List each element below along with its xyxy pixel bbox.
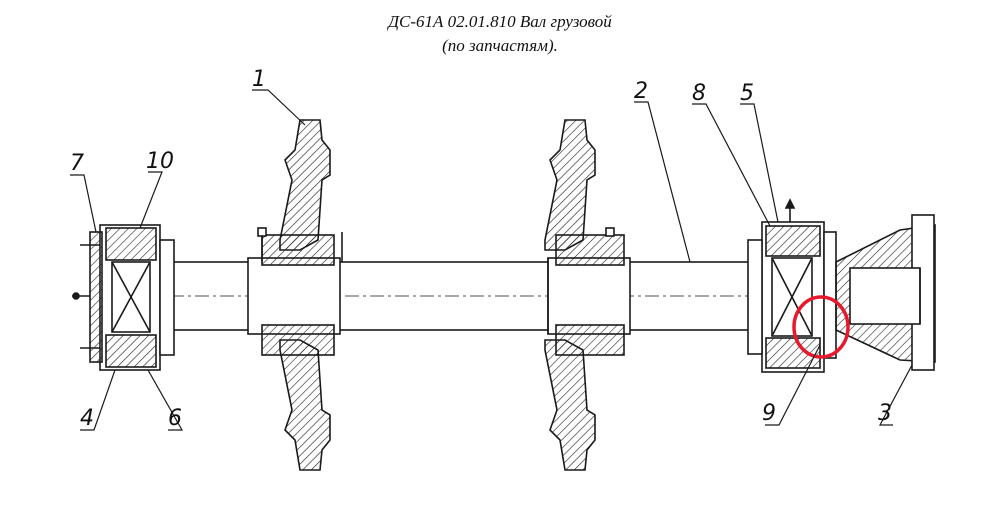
drawing-title: ДС-61А 02.01.810 Вал грузовой xyxy=(388,12,612,31)
leader-7 xyxy=(70,174,97,233)
callout-4: 4 xyxy=(80,406,94,431)
callout-6: 6 xyxy=(168,406,182,431)
coupling-hub xyxy=(835,214,936,371)
callout-8: 8 xyxy=(692,81,706,106)
left-bearing-housing xyxy=(72,224,175,371)
callout-10: 10 xyxy=(146,149,174,174)
callout-9: 9 xyxy=(762,401,776,426)
callout-3: 3 xyxy=(878,401,892,426)
callout-5: 5 xyxy=(740,81,754,106)
sprocket-middle xyxy=(544,119,625,471)
leader-8 xyxy=(692,103,771,227)
highlight-circle xyxy=(792,295,850,359)
leader-4 xyxy=(80,369,116,431)
leader-2 xyxy=(634,101,691,263)
callout-2: 2 xyxy=(634,79,648,104)
drawing-subtitle: (по запчастям). xyxy=(442,36,558,55)
leader-1 xyxy=(252,89,306,126)
callout-1: 1 xyxy=(252,67,266,92)
callout-7: 7 xyxy=(70,151,84,176)
shaft xyxy=(164,257,756,335)
leader-9 xyxy=(765,344,821,426)
right-bearing-housing xyxy=(747,198,837,373)
leader-5 xyxy=(740,103,779,223)
leader-10 xyxy=(139,171,163,229)
leader-6 xyxy=(147,369,184,431)
sprocket-left xyxy=(257,119,343,471)
leader-3 xyxy=(879,364,913,426)
